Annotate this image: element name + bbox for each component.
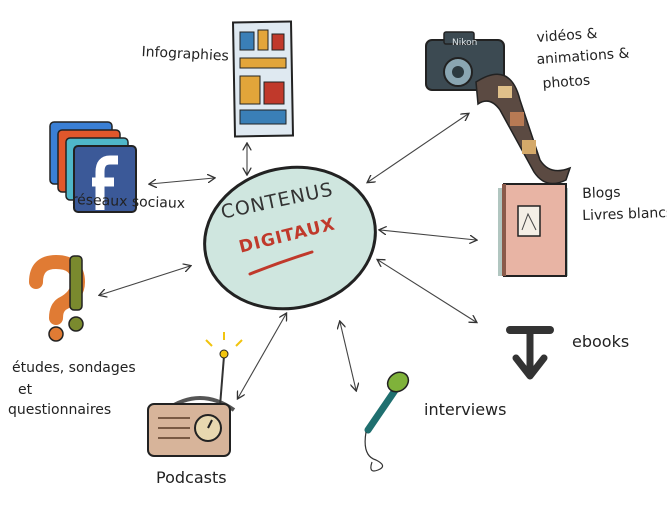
question-exclamation-icon — [29, 254, 86, 342]
videos-label-line3: photos — [542, 72, 591, 92]
blogs-label-line2: Livres blancs — [582, 204, 667, 224]
camera-brand-label: Nikon — [452, 38, 478, 48]
etudes-label-line2: et — [18, 382, 33, 398]
connector-interviews — [340, 322, 356, 390]
connector-videos — [368, 114, 468, 182]
connector-blogs — [380, 230, 476, 240]
microphone-icon — [364, 371, 410, 472]
connector-etudes — [100, 266, 190, 295]
ebooks-label: ebooks — [572, 332, 630, 351]
podcasts-label: Podcasts — [156, 468, 227, 487]
book-blog-icon — [498, 183, 568, 277]
connector-reseaux — [150, 178, 214, 184]
connector-ebooks — [378, 260, 476, 322]
etudes-label-line1: études, sondages — [12, 360, 136, 376]
blogs-label-line1: Blogs — [582, 184, 621, 202]
connector-podcasts — [238, 314, 286, 398]
interviews-label: interviews — [424, 400, 507, 419]
film-strip-icon — [475, 73, 572, 185]
etudes-label-line3: questionnaires — [8, 402, 112, 418]
facebook-icon — [49, 121, 137, 213]
download-ebook-icon — [506, 326, 554, 380]
connectors — [100, 114, 476, 398]
infographic-sheet-icon — [231, 20, 295, 138]
radio-podcast-icon — [147, 332, 243, 457]
center-ellipse — [203, 165, 377, 311]
